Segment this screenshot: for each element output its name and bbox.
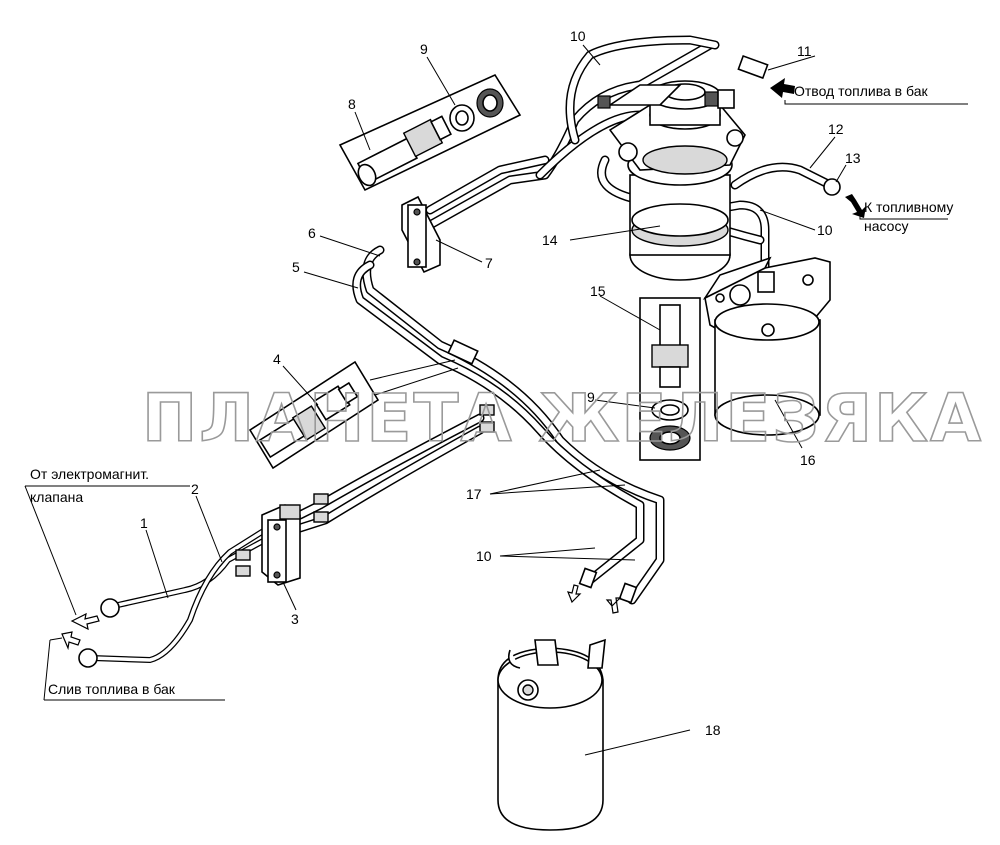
tank-18 xyxy=(497,638,606,831)
callout-10-right: 10 xyxy=(817,222,833,238)
callout-16: 16 xyxy=(800,452,816,468)
caption-return-to-tank: Отвод топлива в бак xyxy=(794,83,928,99)
callout-9-bottom: 9 xyxy=(587,389,595,405)
caption-drain-to-tank: Слив топлива в бак xyxy=(48,681,176,697)
from-valve-arrow-icon xyxy=(70,612,100,631)
callout-13: 13 xyxy=(845,150,861,166)
leader-lines xyxy=(24,44,968,756)
drain-arrow-icon xyxy=(61,631,81,651)
watermark-text: ПЛАНЕТА ЖЕЛЕЗЯКА xyxy=(142,380,983,457)
callout-17: 17 xyxy=(466,486,482,502)
callout-10-bottom: 10 xyxy=(476,548,492,564)
coarse-filter-16 xyxy=(702,256,831,436)
flow-captions: Отвод топлива в бак К топливному насосу … xyxy=(30,83,953,697)
caption-to-fuel-pump-2: насосу xyxy=(864,218,908,234)
callout-14: 14 xyxy=(542,232,558,248)
fine-filter-14 xyxy=(597,80,746,281)
callout-4: 4 xyxy=(273,351,281,367)
callout-11: 11 xyxy=(797,43,812,59)
callout-10-top: 10 xyxy=(570,28,586,44)
caption-from-valve-2: клапана xyxy=(30,489,83,505)
callout-5: 5 xyxy=(292,259,300,275)
tank-in-arrow-icon xyxy=(605,597,622,614)
hose-fittings xyxy=(78,54,841,668)
tank-out-arrow-icon xyxy=(567,584,582,604)
caption-to-fuel-pump-1: К топливному xyxy=(864,199,953,215)
inset-15-9 xyxy=(639,297,701,461)
bracket-7 xyxy=(401,195,441,274)
callout-8: 8 xyxy=(348,96,356,112)
callout-2: 2 xyxy=(191,481,199,497)
return-arrow-icon xyxy=(770,78,795,98)
callout-18: 18 xyxy=(705,722,721,738)
bracket-3 xyxy=(261,504,301,586)
callout-15: 15 xyxy=(590,283,606,299)
caption-from-valve-1: От электромагнит. xyxy=(30,466,149,482)
callout-3: 3 xyxy=(291,611,299,627)
to-pump-arrow-icon xyxy=(845,194,866,218)
inset-8-9 xyxy=(338,73,522,192)
callout-9-top: 9 xyxy=(420,41,428,57)
callout-labels: 1 2 3 4 5 6 7 8 9 9 10 10 10 11 12 13 14… xyxy=(140,28,861,738)
flow-arrows xyxy=(61,78,866,651)
callout-12: 12 xyxy=(828,121,844,137)
callout-6: 6 xyxy=(308,225,316,241)
callout-1: 1 xyxy=(140,515,148,531)
callout-7: 7 xyxy=(485,255,493,271)
inset-4 xyxy=(248,359,459,470)
